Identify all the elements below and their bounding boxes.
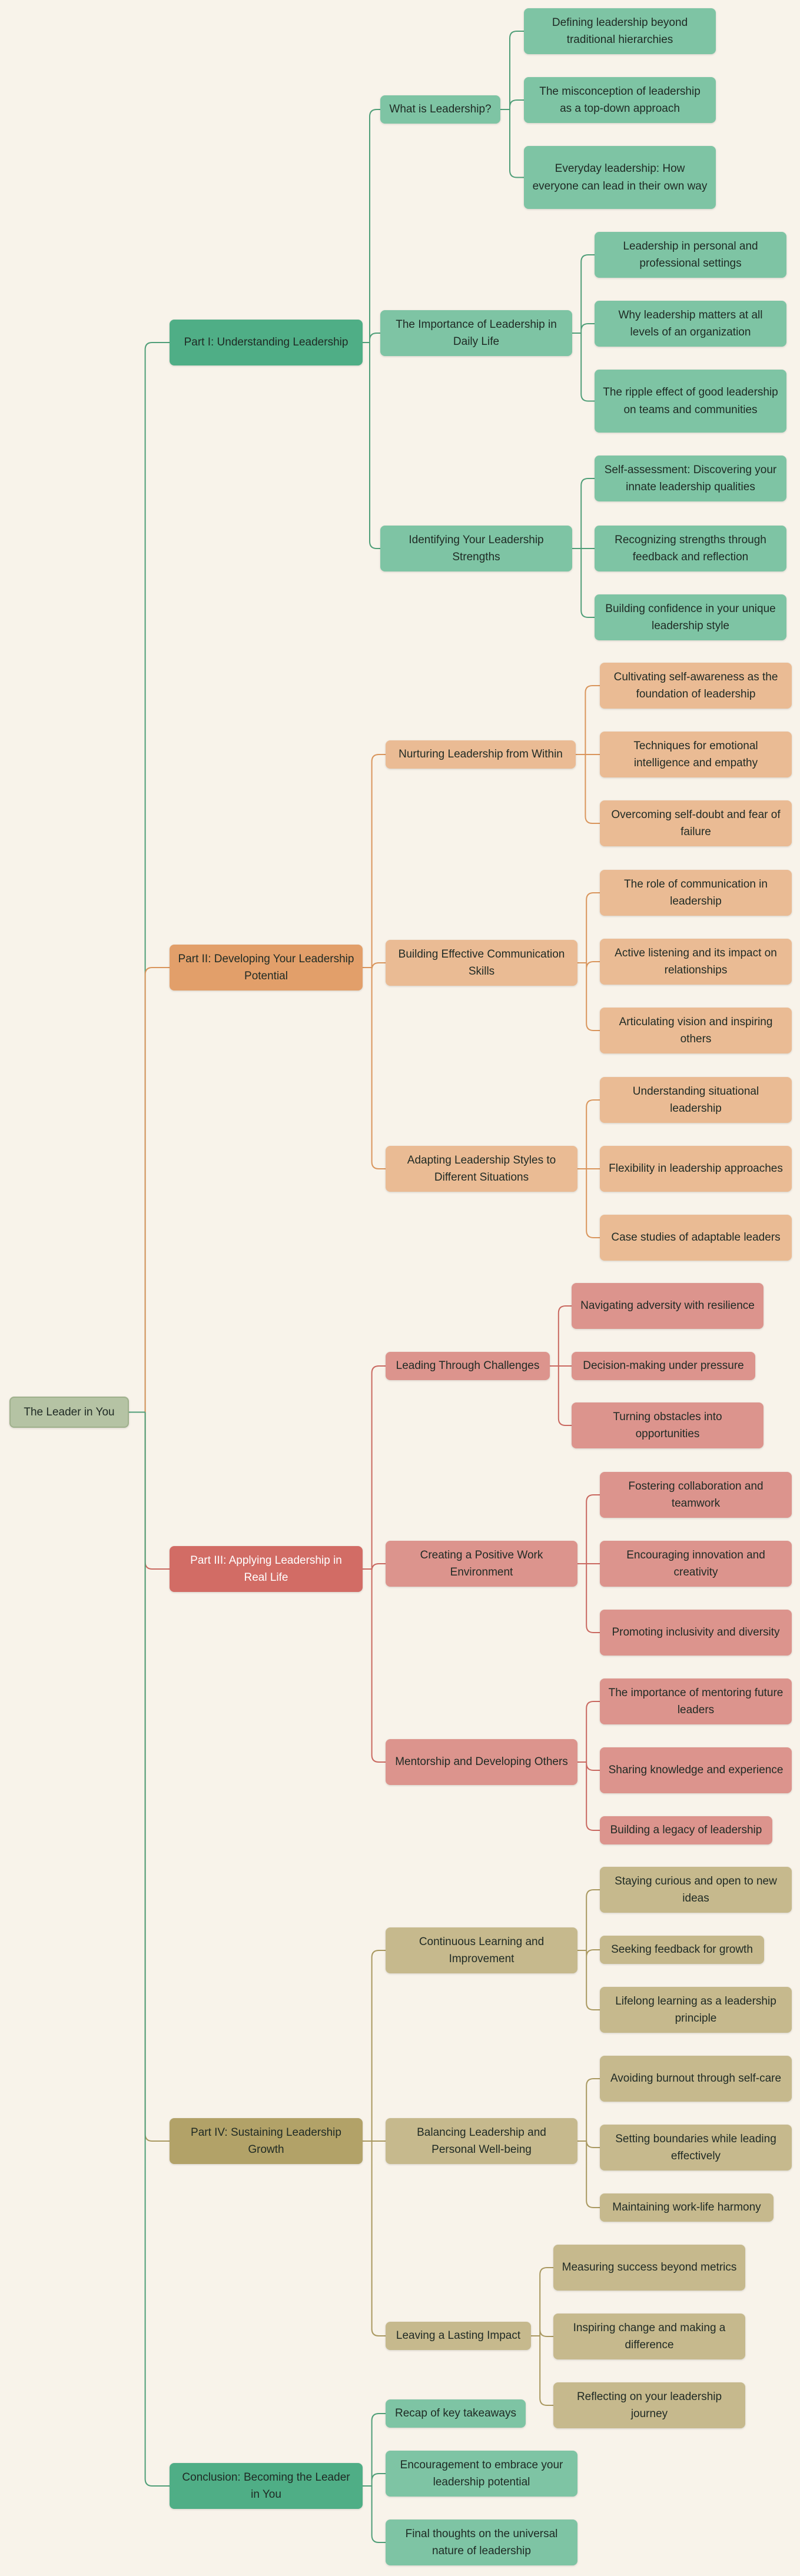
item-node-the-role-of-communication-in-leadership[interactable]: The role of communication in leadership <box>600 870 792 916</box>
section-node-1[interactable]: Part I: Understanding Leadership <box>170 320 363 365</box>
item-node-maintaining-work-life-harmony[interactable]: Maintaining work-life harmony <box>600 2193 774 2222</box>
connector-section-2 <box>363 754 386 1169</box>
item-node-case-studies-of-adaptable-leaders[interactable]: Case studies of adaptable leaders <box>600 1215 792 1261</box>
item-node-inspiring-change-and-making-a-difference[interactable]: Inspiring change and making a difference <box>553 2314 745 2359</box>
connector-topic-1-1 <box>500 31 524 178</box>
item-node-flexibility-in-leadership-approaches[interactable]: Flexibility in leadership approaches <box>600 1146 792 1192</box>
topic-node-identifying-your-leadership-strengths[interactable]: Identifying Your Leadership Strengths <box>380 526 572 571</box>
item-node-measuring-success-beyond-metrics[interactable]: Measuring success beyond metrics <box>553 2245 745 2291</box>
connector-section-5 <box>363 2413 386 2543</box>
item-node-the-misconception-of-leadership-as-a-top[interactable]: The misconception of leadership as a top… <box>524 77 716 123</box>
topic-node-nurturing-leadership-from-within[interactable]: Nurturing Leadership from Within <box>386 740 576 769</box>
section-node-3[interactable]: Part III: Applying Leadership in Real Li… <box>170 1546 363 1592</box>
item-node-building-a-legacy-of-leadership[interactable]: Building a legacy of leadership <box>600 1816 772 1844</box>
connector-topic-2-2 <box>577 892 600 1031</box>
item-node-overcoming-self-doubt-and-fear-of-failur[interactable]: Overcoming self-doubt and fear of failur… <box>600 800 792 846</box>
section-node-2[interactable]: Part II: Developing Your Leadership Pote… <box>170 945 363 990</box>
item-node-setting-boundaries-while-leading-effecti[interactable]: Setting boundaries while leading effecti… <box>600 2125 792 2171</box>
connector-section-1 <box>363 109 380 549</box>
item-node-promoting-inclusivity-and-diversity[interactable]: Promoting inclusivity and diversity <box>600 1610 792 1656</box>
topic-node-recap-of-key-takeaways[interactable]: Recap of key takeaways <box>386 2399 526 2428</box>
topic-node-balancing-leadership-and-personal-well-b[interactable]: Balancing Leadership and Personal Well-b… <box>386 2118 577 2164</box>
topic-node-what-is-leadership[interactable]: What is Leadership? <box>380 95 500 124</box>
topic-node-the-importance-of-leadership-in-daily-li[interactable]: The Importance of Leadership in Daily Li… <box>380 310 572 356</box>
item-node-turning-obstacles-into-opportunities[interactable]: Turning obstacles into opportunities <box>572 1402 764 1448</box>
item-node-leadership-in-personal-and-professional-[interactable]: Leadership in personal and professional … <box>595 232 786 278</box>
item-node-the-importance-of-mentoring-future-leade[interactable]: The importance of mentoring future leade… <box>600 1678 792 1724</box>
topic-node-final-thoughts-on-the-universal-nature-o[interactable]: Final thoughts on the universal nature o… <box>386 2520 577 2565</box>
item-node-articulating-vision-and-inspiring-others[interactable]: Articulating vision and inspiring others <box>600 1008 792 1053</box>
section-node-4[interactable]: Part IV: Sustaining Leadership Growth <box>170 2118 363 2164</box>
item-node-lifelong-learning-as-a-leadership-princi[interactable]: Lifelong learning as a leadership princi… <box>600 1987 792 2033</box>
topic-node-leaving-a-lasting-impact[interactable]: Leaving a Lasting Impact <box>386 2322 531 2350</box>
connector-section-3 <box>363 1365 386 1763</box>
topic-node-mentorship-and-developing-others[interactable]: Mentorship and Developing Others <box>386 1739 577 1785</box>
item-node-self-assessment-discovering-your-innate-[interactable]: Self-assessment: Discovering your innate… <box>595 456 786 501</box>
item-node-avoiding-burnout-through-self-care[interactable]: Avoiding burnout through self-care <box>600 2056 792 2102</box>
item-node-active-listening-and-its-impact-on-relat[interactable]: Active listening and its impact on relat… <box>600 939 792 985</box>
item-node-techniques-for-emotional-intelligence-an[interactable]: Techniques for emotional intelligence an… <box>600 732 792 777</box>
topic-node-creating-a-positive-work-environment[interactable]: Creating a Positive Work Environment <box>386 1541 577 1587</box>
connector-topic-3-3 <box>577 1701 600 1831</box>
item-node-everyday-leadership-how-everyone-can-lea[interactable]: Everyday leadership: How everyone can le… <box>524 146 716 209</box>
item-node-recognizing-strengths-through-feedback-a[interactable]: Recognizing strengths through feedback a… <box>595 526 786 571</box>
connector-topic-2-1 <box>576 685 600 824</box>
section-node-5[interactable]: Conclusion: Becoming the Leader in You <box>170 2463 363 2509</box>
item-node-defining-leadership-beyond-traditional-h[interactable]: Defining leadership beyond traditional h… <box>524 8 716 54</box>
item-node-staying-curious-and-open-to-new-ideas[interactable]: Staying curious and open to new ideas <box>600 1867 792 1913</box>
root-node[interactable]: The Leader in You <box>9 1397 129 1428</box>
item-node-sharing-knowledge-and-experience[interactable]: Sharing knowledge and experience <box>600 1747 792 1793</box>
connector-topic-2-3 <box>577 1099 600 1238</box>
connector-section-4 <box>363 1950 386 2336</box>
topic-node-building-effective-communication-skills[interactable]: Building Effective Communication Skills <box>386 940 577 986</box>
item-node-seeking-feedback-for-growth[interactable]: Seeking feedback for growth <box>600 1936 764 1964</box>
connector-topic-4-3 <box>531 2267 553 2406</box>
item-node-understanding-situational-leadership[interactable]: Understanding situational leadership <box>600 1077 792 1123</box>
item-node-decision-making-under-pressure[interactable]: Decision-making under pressure <box>572 1352 755 1380</box>
item-node-why-leadership-matters-at-all-levels-of-[interactable]: Why leadership matters at all levels of … <box>595 301 786 347</box>
item-node-navigating-adversity-with-resilience[interactable]: Navigating adversity with resilience <box>572 1283 764 1329</box>
topic-node-continuous-learning-and-improvement[interactable]: Continuous Learning and Improvement <box>386 1927 577 1973</box>
item-node-cultivating-self-awareness-as-the-founda[interactable]: Cultivating self-awareness as the founda… <box>600 663 792 709</box>
item-node-fostering-collaboration-and-teamwork[interactable]: Fostering collaboration and teamwork <box>600 1472 792 1518</box>
connector-topic-4-1 <box>577 1889 600 2010</box>
topic-node-encouragement-to-embrace-your-leadership[interactable]: Encouragement to embrace your leadership… <box>386 2451 577 2497</box>
connector-topic-3-1 <box>550 1305 572 1426</box>
item-node-the-ripple-effect-of-good-leadership-on-[interactable]: The ripple effect of good leadership on … <box>595 370 786 433</box>
topic-node-leading-through-challenges[interactable]: Leading Through Challenges <box>386 1352 550 1380</box>
item-node-building-confidence-in-your-unique-leade[interactable]: Building confidence in your unique leade… <box>595 594 786 640</box>
connector-topic-3-2 <box>577 1494 600 1633</box>
connector-topic-4-2 <box>577 2078 600 2208</box>
item-node-reflecting-on-your-leadership-journey[interactable]: Reflecting on your leadership journey <box>553 2382 745 2428</box>
connector-topic-1-3 <box>572 478 595 618</box>
connector-topic-1-2 <box>572 254 595 402</box>
item-node-encouraging-innovation-and-creativity[interactable]: Encouraging innovation and creativity <box>600 1541 792 1587</box>
connector-root-section-5 <box>129 1411 170 2487</box>
topic-node-adapting-leadership-styles-to-different-[interactable]: Adapting Leadership Styles to Different … <box>386 1146 577 1192</box>
